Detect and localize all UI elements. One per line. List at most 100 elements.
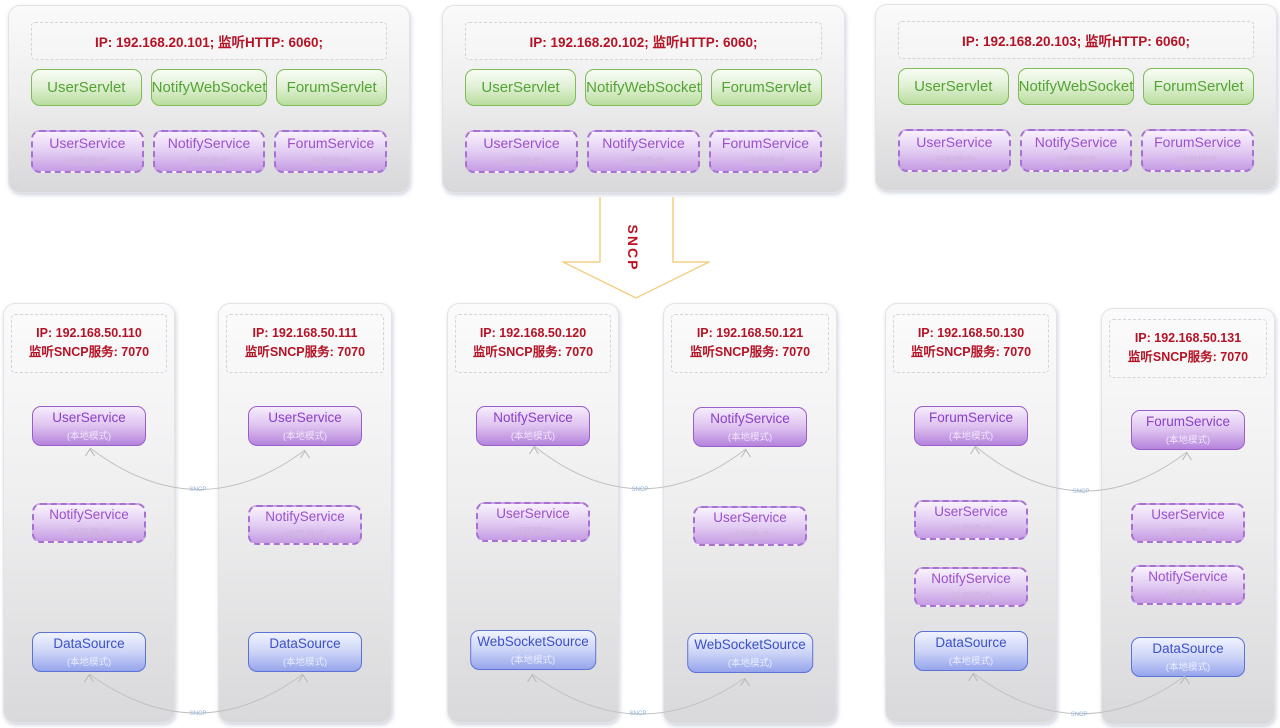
ip-header: IP: 192.168.50.121 监听SNCP服务: 7070: [671, 314, 829, 373]
service-label: ForumService: [721, 135, 810, 152]
ip-line-2: 监听SNCP服务: 7070: [1127, 350, 1249, 365]
service-box-notifyservice: NotifyService(远程模式): [248, 505, 362, 545]
service-label: NotifyService: [167, 135, 251, 152]
service-box-datasource: DataSource(本地模式): [1131, 637, 1245, 677]
service-box-websocketsource: WebSocketSource (本地模式): [687, 633, 813, 673]
servlet-label: UserServlet: [47, 78, 126, 96]
service-box-forumservice: ForumService (本地模式): [1131, 410, 1245, 450]
servlet-label: NotifyWebSocket: [1018, 77, 1134, 95]
service-label: UserService: [713, 510, 787, 526]
service-box-userservice: UserService (本地模式): [248, 406, 362, 446]
ip-line-1: IP: 192.168.50.110: [36, 326, 142, 340]
service-mode-label: (本地模式): [282, 430, 328, 442]
service-mode-label: (远程模式): [743, 156, 788, 168]
service-box-forumservice: ForumService (远程模式): [709, 130, 822, 173]
service-mode-label: (远程模式): [948, 591, 994, 603]
service-label: WebSocketSource: [477, 634, 589, 650]
service-label: ForumService: [1154, 134, 1242, 151]
service-mode-label: (远程模式): [1053, 155, 1099, 167]
http-server-panel-2: IP: 192.168.20.102; 监听HTTP: 6060; UserSer…: [442, 5, 845, 193]
ip-header: IP: 192.168.20.101; 监听HTTP: 6060;: [31, 22, 387, 60]
service-row: UserService(远程模式)NotifyService(远程模式)Foru…: [898, 129, 1255, 172]
service-label: NotifyService: [265, 509, 345, 525]
service-mode-label: (远程模式): [727, 530, 773, 542]
servlet-box-userservlet: UserServlet: [898, 68, 1009, 105]
service-label: NotifyService: [493, 410, 573, 426]
ip-line-2: 监听SNCP服务: 7070: [689, 345, 811, 360]
service-mode-label: (本地模式): [727, 431, 773, 443]
service-mode-label: (本地模式): [948, 655, 994, 667]
service-box-userservice: UserService (远程模式): [693, 506, 807, 546]
service-mode-label: (本地模式): [1165, 434, 1211, 446]
servlet-box-userservlet: UserServlet: [465, 69, 577, 106]
service-label: UserService: [268, 410, 342, 426]
service-label: NotifyService: [1148, 569, 1228, 585]
http-server-panel-3: IP: 192.168.20.103; 监听HTTP: 6060; UserSer…: [875, 4, 1277, 191]
service-box-notifyservice: NotifyService(本地模式): [476, 406, 590, 446]
service-mode-label: (远程模式): [1165, 527, 1211, 539]
servlet-label: UserServlet: [914, 77, 993, 95]
service-mode-label: (本地模式): [948, 430, 994, 442]
servlet-box-notifywebsocket: NotifyWebSocket: [150, 69, 268, 106]
servlet-label: UserServlet: [481, 78, 560, 96]
ip-header: IP: 192.168.50.130 监听SNCP服务: 7070: [893, 314, 1049, 373]
service-box-userservice: UserService (本地模式): [32, 406, 146, 446]
service-box-userservice: UserService(远程模式): [31, 130, 144, 173]
service-mode-label: (本地模式): [66, 430, 112, 442]
service-box-datasource: DataSource(本地模式): [32, 632, 146, 672]
ip-header: IP: 192.168.20.103; 监听HTTP: 6060;: [898, 21, 1254, 59]
service-mode-label: (远程模式): [621, 156, 666, 168]
service-label: NotifyService: [602, 135, 685, 152]
service-box-userservice: UserService(远程模式): [476, 502, 590, 542]
ip-header: IP: 192.168.50.110 监听SNCP服务: 7070: [11, 314, 167, 373]
service-box-notifyservice: NotifyService(远程模式): [1019, 129, 1133, 172]
service-mode-label: (本地模式): [727, 657, 773, 669]
ip-line-1: IP: 192.168.50.120: [479, 326, 587, 340]
service-mode-label: (远程模式): [1165, 589, 1211, 601]
ip-header: IP: 192.168.50.111 监听SNCP服务: 7070: [226, 314, 384, 373]
servlet-label: ForumServlet: [286, 78, 377, 96]
service-label: ForumService: [287, 135, 375, 152]
ip-line-1: IP: 192.168.50.130: [917, 326, 1025, 340]
service-mode-label: (本地模式): [282, 656, 328, 668]
ip-line-2: 监听SNCP服务: 7070: [472, 345, 594, 360]
service-label: WebSocketSource: [694, 637, 806, 653]
ip-line-1: IP: 192.168.50.111: [252, 326, 358, 340]
service-box-userservice: UserService(远程模式): [1131, 503, 1245, 543]
service-label: DataSource: [935, 635, 1007, 651]
service-mode-label: (远程模式): [932, 155, 977, 167]
service-box-notifyservice: NotifyService (远程模式): [587, 130, 700, 173]
service-mode-label: (远程模式): [948, 524, 994, 536]
service-box-datasource: DataSource (本地模式): [914, 631, 1028, 671]
ip-line-1: IP: 192.168.50.131: [1134, 331, 1242, 345]
ip-header: IP: 192.168.20.102; 监听HTTP: 6060;: [465, 22, 822, 60]
ip-line-2: 监听SNCP服务: 7070: [28, 345, 150, 360]
ip-header: IP: 192.168.50.120 监听SNCP服务: 7070: [455, 314, 611, 373]
service-label: UserService: [52, 410, 126, 426]
ip-line-1: IP: 192.168.50.121: [696, 326, 804, 340]
service-label: UserService: [934, 504, 1008, 520]
ip-line-2: 监听SNCP服务: 7070: [910, 345, 1032, 360]
servlet-box-forumservlet: ForumServlet: [1143, 68, 1254, 105]
ip-line-2: 监听SNCP服务: 7070: [244, 345, 366, 360]
service-box-notifyservice: NotifyService(远程模式): [914, 567, 1028, 607]
service-mode-label: (本地模式): [510, 654, 556, 666]
service-label: UserService: [496, 506, 570, 522]
servlet-box-notifywebsocket: NotifyWebSocket: [585, 69, 702, 106]
service-box-forumservice: ForumService (本地模式): [914, 406, 1028, 446]
service-label: ForumService: [1145, 414, 1231, 430]
service-row: UserService(远程模式)NotifyService(远程模式)Foru…: [465, 130, 822, 173]
service-box-notifyservice: NotifyService(远程模式): [32, 503, 146, 543]
service-label: NotifyService: [49, 507, 129, 523]
servlet-box-forumservlet: ForumServlet: [276, 69, 387, 106]
service-label: ForumService: [928, 410, 1014, 426]
service-row: UserService(远程模式)NotifyService(远程模式) Foru…: [31, 130, 388, 173]
servlet-box-forumservlet: ForumServlet: [710, 69, 822, 106]
service-box-notifyservice: NotifyService(远程模式): [152, 130, 266, 173]
